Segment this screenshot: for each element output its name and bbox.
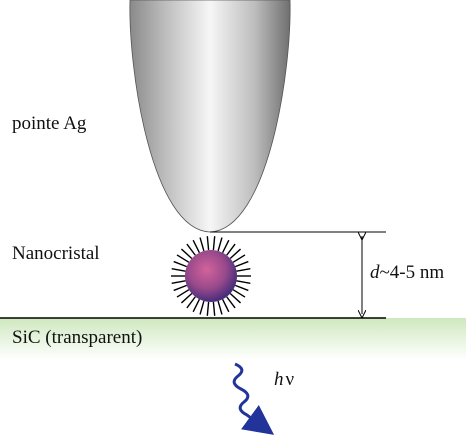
ligand-spike bbox=[171, 267, 186, 272]
ligand-spike bbox=[229, 292, 242, 304]
ligand-spike bbox=[232, 254, 246, 263]
ligand-spike bbox=[180, 292, 193, 304]
ligand-spike bbox=[221, 239, 230, 254]
ligand-spike bbox=[186, 296, 196, 309]
ligand-spike bbox=[236, 280, 251, 285]
ligand-spike bbox=[212, 301, 216, 316]
tip-label: pointe Ag bbox=[12, 113, 87, 134]
ligand-spike bbox=[226, 243, 236, 256]
ligand-spike bbox=[173, 284, 188, 292]
photon-h: h bbox=[274, 369, 284, 390]
distance-value: ~4-5 nm bbox=[380, 262, 445, 283]
ligand-spike bbox=[180, 248, 193, 260]
ligand-spike bbox=[234, 284, 249, 292]
ligand-spike bbox=[217, 237, 223, 252]
ligand-spike bbox=[186, 243, 196, 256]
distance-label: d~4-5 nm bbox=[370, 262, 444, 283]
ligand-spikes bbox=[171, 236, 251, 316]
distance-variable: d bbox=[370, 262, 380, 283]
nanocrystal-core bbox=[185, 250, 237, 302]
ligand-spike bbox=[212, 236, 216, 251]
silver-tip-shape bbox=[129, 0, 291, 233]
ligand-spike bbox=[236, 267, 251, 272]
photon-nu: ν bbox=[286, 369, 295, 390]
ligand-spike bbox=[199, 237, 205, 252]
ligand-spike bbox=[232, 289, 246, 298]
ligand-spike bbox=[176, 254, 190, 263]
ligand-spike bbox=[173, 260, 188, 268]
ligand-spike bbox=[206, 236, 210, 251]
wavy-arrow-icon bbox=[232, 362, 275, 435]
ligand-spike bbox=[221, 298, 230, 313]
ligand-spike bbox=[192, 298, 201, 313]
ligand-spike bbox=[199, 300, 205, 315]
substrate-label: SiC (transparent) bbox=[12, 327, 142, 348]
ligand-spike bbox=[192, 239, 201, 254]
ligand-spike bbox=[226, 296, 236, 309]
substrate-layer bbox=[0, 318, 466, 360]
ligand-spike bbox=[229, 248, 242, 260]
ligand-spike bbox=[206, 301, 210, 316]
ligand-spike bbox=[234, 260, 249, 268]
ligand-spike bbox=[176, 289, 190, 298]
nanocrystal-label: Nanocristal bbox=[12, 243, 100, 264]
ligand-spike bbox=[171, 280, 186, 285]
ligand-spike bbox=[217, 300, 223, 315]
